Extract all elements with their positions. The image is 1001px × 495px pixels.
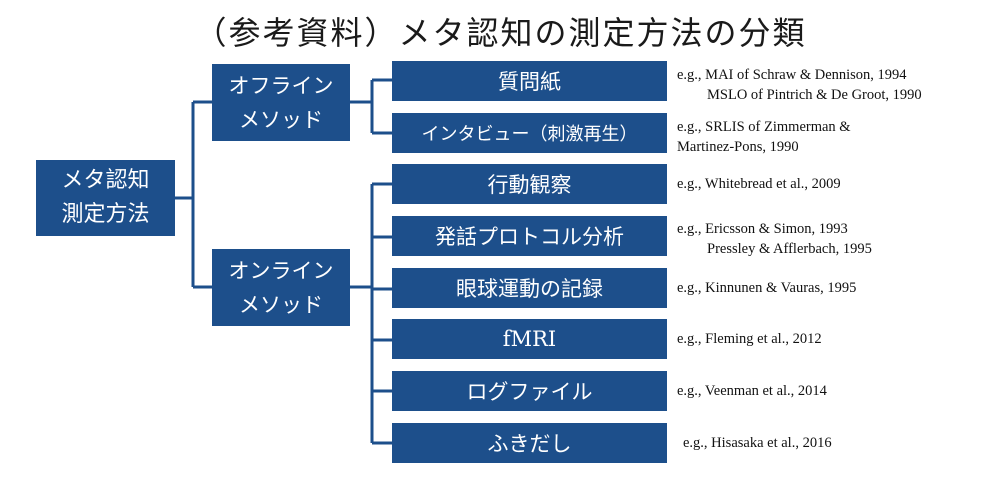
reference-think-aloud: e.g., Ericsson & Simon, 1993 Pressley & … [677, 219, 872, 259]
reference-line: Pressley & Afflerbach, 1995 [707, 241, 872, 257]
root-line1: メタ認知 [61, 168, 150, 193]
reference-line: MSLO of Pintrich & De Groot, 1990 [707, 87, 922, 103]
reference-line: e.g., Kinnunen & Vauras, 1995 [677, 280, 857, 296]
method-box-log-file: ログファイル [392, 371, 667, 411]
root-line2: 測定方法 [61, 202, 150, 227]
method-box-speech-bubble: ふきだし [392, 423, 667, 463]
root-connector [175, 100, 212, 289]
reference-line: e.g., SRLIS of Zimmerman & [677, 119, 851, 135]
reference-line: e.g., Veenman et al., 2014 [677, 383, 827, 399]
reference-line: e.g., Whitebread et al., 2009 [677, 176, 841, 192]
reference-line: Martinez-Pons, 1990 [677, 139, 799, 155]
reference-fmri: e.g., Fleming et al., 2012 [677, 329, 822, 349]
group-offline-line2: メソッド [239, 107, 323, 132]
group-online-line1: オンライン [228, 258, 334, 283]
online-connector [350, 182, 392, 445]
reference-line: e.g., Hisasaka et al., 2016 [683, 435, 832, 451]
reference-interview: e.g., SRLIS of Zimmerman & Martinez-Pons… [677, 117, 851, 157]
group-box-offline: オフライン メソッド [212, 64, 350, 141]
reference-line: e.g., MAI of Schraw & Dennison, 1994 [677, 67, 907, 83]
reference-eye-tracking: e.g., Kinnunen & Vauras, 1995 [677, 278, 856, 298]
group-online-line2: メソッド [239, 292, 323, 317]
reference-observation: e.g., Whitebread et al., 2009 [677, 174, 841, 194]
group-box-online: オンライン メソッド [212, 249, 350, 326]
reference-line: e.g., Fleming et al., 2012 [677, 331, 822, 347]
diagram-title: （参考資料）メタ認知の測定方法の分類 [194, 14, 807, 52]
method-box-questionnaire: 質問紙 [392, 61, 667, 101]
method-box-fmri: fMRI [392, 319, 667, 359]
group-offline-line1: オフライン [228, 73, 334, 98]
reference-speech-bubble: e.g., Hisasaka et al., 2016 [683, 433, 832, 453]
reference-questionnaire: e.g., MAI of Schraw & Dennison, 1994 MSL… [677, 65, 922, 105]
reference-log-file: e.g., Veenman et al., 2014 [677, 381, 827, 401]
root-box-metacognition-measurement: メタ認知 測定方法 [36, 160, 175, 236]
offline-connector [350, 78, 392, 135]
reference-line: e.g., Ericsson & Simon, 1993 [677, 221, 848, 237]
method-box-interview: インタビュー（刺激再生） [392, 113, 667, 153]
method-box-eye-tracking: 眼球運動の記録 [392, 268, 667, 308]
method-box-observation: 行動観察 [392, 164, 667, 204]
method-box-think-aloud: 発話プロトコル分析 [392, 216, 667, 256]
